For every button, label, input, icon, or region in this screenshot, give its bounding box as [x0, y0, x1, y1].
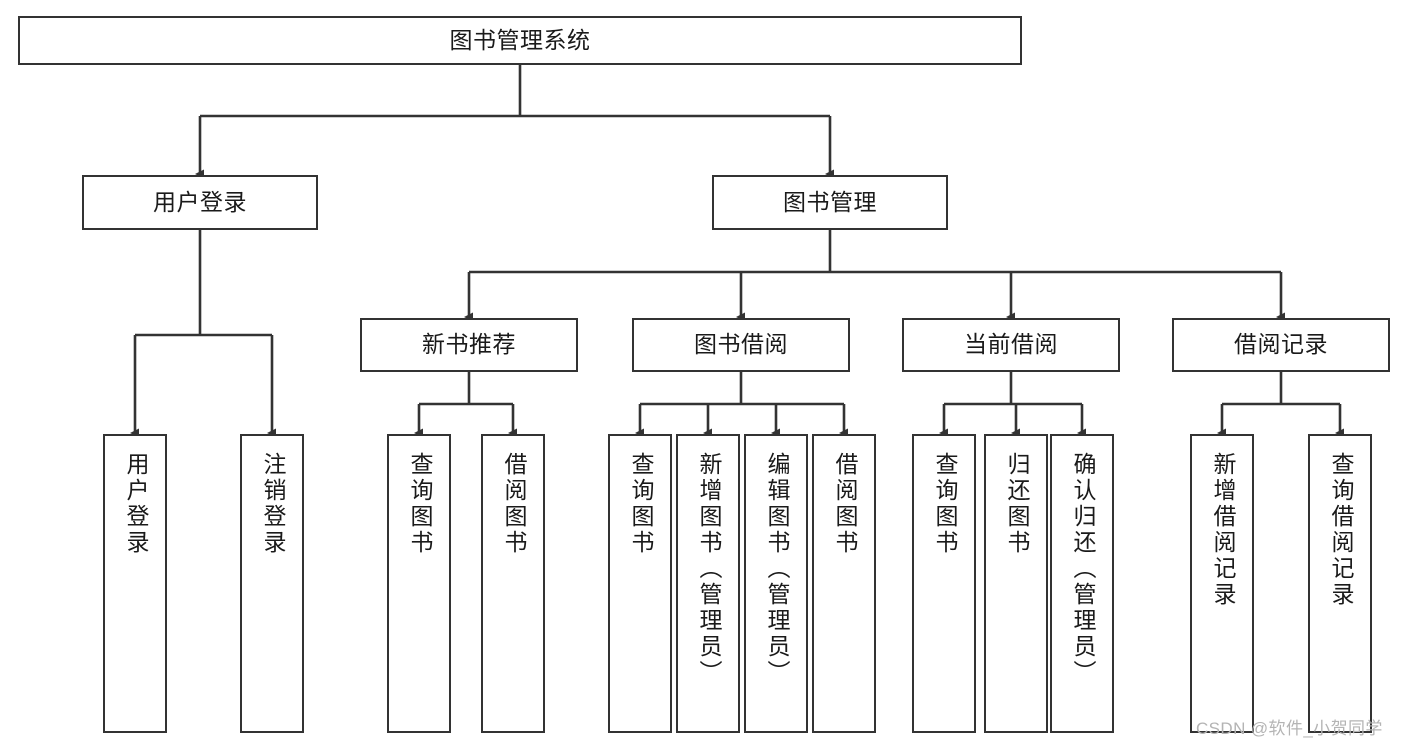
node-leaf-borrow-book-1[interactable]: 借阅图书	[481, 434, 545, 733]
node-leaf-confirm-return[interactable]: 确认归还（管理员）	[1050, 434, 1114, 733]
node-current-borrow[interactable]: 当前借阅	[902, 318, 1120, 372]
node-label: 借阅图书	[500, 452, 527, 556]
node-label: 图书管理系统	[449, 26, 591, 53]
node-label: 新增图书（管理员）	[695, 452, 722, 686]
node-label: 查询图书	[931, 452, 958, 556]
node-label: 注销登录	[259, 452, 286, 556]
node-leaf-borrow-book-2[interactable]: 借阅图书	[812, 434, 876, 733]
node-leaf-query-book-2[interactable]: 查询图书	[608, 434, 672, 733]
node-label: 借阅记录	[1234, 331, 1328, 358]
node-leaf-logout[interactable]: 注销登录	[240, 434, 304, 733]
node-label: 新书推荐	[422, 331, 516, 358]
node-label: 确认归还（管理员）	[1069, 452, 1096, 686]
node-label: 借阅图书	[831, 452, 858, 556]
node-book-manage[interactable]: 图书管理	[712, 175, 948, 230]
node-leaf-add-book[interactable]: 新增图书（管理员）	[676, 434, 740, 733]
node-label: 查询借阅记录	[1327, 452, 1354, 608]
edge-group	[129, 65, 1345, 438]
node-label: 新增借阅记录	[1209, 452, 1236, 608]
node-leaf-query-book-1[interactable]: 查询图书	[387, 434, 451, 733]
node-root[interactable]: 图书管理系统	[18, 16, 1022, 65]
node-borrow-record[interactable]: 借阅记录	[1172, 318, 1390, 372]
node-label: 查询图书	[406, 452, 433, 556]
node-leaf-add-record[interactable]: 新增借阅记录	[1190, 434, 1254, 733]
node-leaf-return-book[interactable]: 归还图书	[984, 434, 1048, 733]
node-leaf-user-login[interactable]: 用户登录	[103, 434, 167, 733]
node-leaf-query-book-3[interactable]: 查询图书	[912, 434, 976, 733]
node-book-borrow[interactable]: 图书借阅	[632, 318, 850, 372]
node-new-book-rec[interactable]: 新书推荐	[360, 318, 578, 372]
csdn-watermark: CSDN @软件_小贺同学	[1196, 719, 1383, 738]
node-label: 用户登录	[122, 452, 149, 556]
node-label: 查询图书	[627, 452, 654, 556]
node-label: 归还图书	[1003, 452, 1030, 556]
node-label: 图书管理	[783, 188, 877, 215]
node-label: 用户登录	[153, 188, 247, 215]
node-label: 当前借阅	[964, 331, 1058, 358]
node-label: 编辑图书（管理员）	[763, 452, 790, 686]
node-label: 图书借阅	[694, 331, 788, 358]
node-leaf-query-record[interactable]: 查询借阅记录	[1308, 434, 1372, 733]
node-leaf-edit-book[interactable]: 编辑图书（管理员）	[744, 434, 808, 733]
node-user-login[interactable]: 用户登录	[82, 175, 318, 230]
